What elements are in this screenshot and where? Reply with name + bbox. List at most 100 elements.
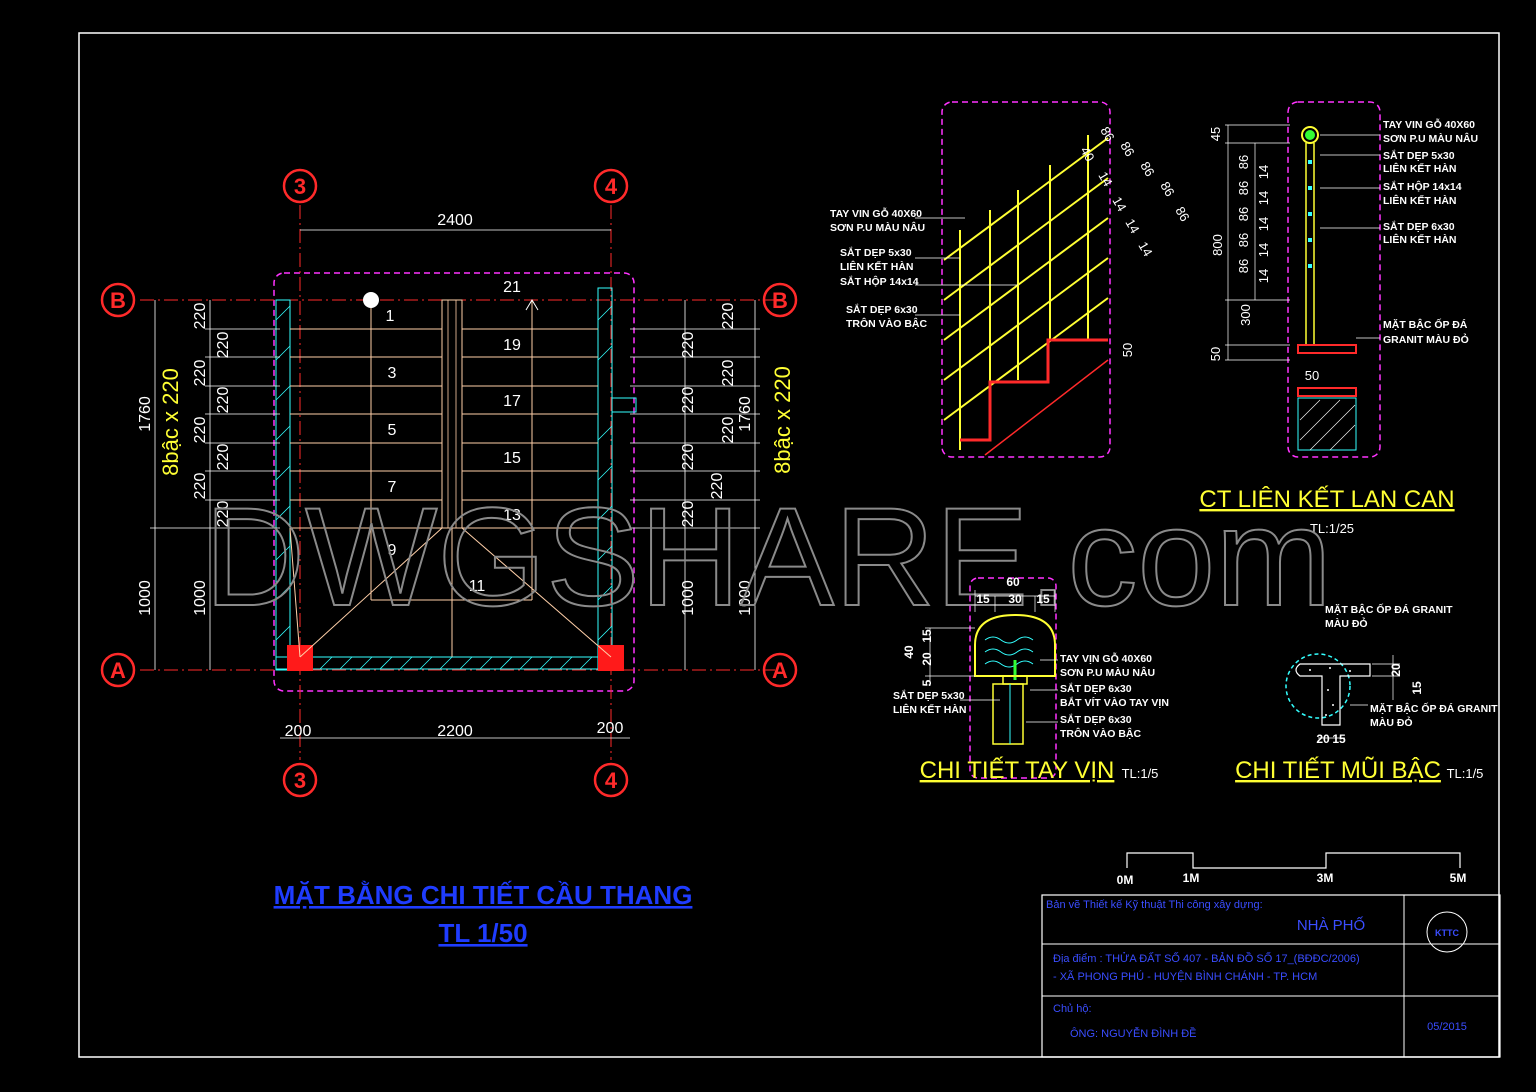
label-handrail-left: SẮT DẸP 5x30 [893,689,965,702]
label-handrail: TRÔN VÀO BẬC [1060,727,1142,740]
label-handrail: SƠN P.U MÀU NÂU [1060,666,1155,679]
dim-220: 220 [192,360,209,387]
dim-15: 15 [1410,681,1424,695]
dim-14: 14 [1122,216,1142,236]
dim-220: 220 [192,303,209,330]
dim-15v: 15 [920,629,934,643]
dim-1760-right: 1760 [737,396,754,432]
tb-owner: ÔNG: NGUYỄN ĐÌNH ĐỀ [1070,1027,1197,1040]
step-num: 11 [469,578,486,595]
label-nosing: MẶT BẬC ỐP ĐÁ GRANIT [1370,701,1498,715]
dim-220: 220 [709,473,726,500]
label-rail: TAY VIN GỖ 40X60 [830,207,922,220]
scale-tick: 1M [1183,871,1200,885]
label-elev: SẮT HỘP 14x14 [1383,180,1462,193]
label-nosing: MÀU ĐỎ [1370,716,1413,729]
label-elev: SẮT DẸP 5x30 [1383,149,1455,162]
dim-1000-left-inner: 1000 [192,580,209,616]
dim-14: 14 [1135,239,1155,259]
dim-220: 220 [215,444,232,471]
rail-elevation: 45 800 300 50 50 86 86 86 86 86 14 14 14… [1199,101,1478,536]
label-elev: LIÊN KẾT HÀN [1383,194,1457,207]
step-num: 9 [388,542,397,559]
tb-line1: Bản vẽ Thiết kế Kỹ thuật Thi công xây dự… [1046,899,1263,911]
dim-30: 30 [1008,592,1022,606]
dim-86: 86 [1097,124,1117,144]
dim-300: 300 [1238,304,1253,326]
wall-left [275,299,291,671]
nosing-detail: MẶT BẬC ỐP ĐÁ GRANIT MÀU ĐỎ MẶT BẬC ỐP Đ… [1235,602,1498,784]
label-rail: SẮT HỘP 14x14 [840,275,919,288]
plan-title: MẶT BẰNG CHI TIẾT CẦU THANG [274,880,693,910]
dim-800: 800 [1210,234,1225,256]
step-num: 5 [388,422,397,439]
scale-tick: 5M [1450,871,1467,885]
tb-logo: KTTC [1435,928,1459,938]
label-rail: SƠN P.U MÀU NÂU [830,221,925,234]
tb-date: 05/2015 [1427,1021,1467,1033]
step-num: 3 [388,365,397,382]
dim-86: 86 [1236,155,1251,169]
dim-86: 86 [1137,159,1157,179]
axis-bubble-a-right: A [772,658,788,683]
dim-5v: 5 [920,679,934,686]
axis-bubble-b-left: B [110,288,126,313]
step-num: 15 [503,450,521,467]
dim-1760-left: 1760 [137,396,154,432]
dim-15: 15 [976,592,990,606]
rail-section: 50 40 86 86 86 86 86 14 14 14 14 TAY VIN… [830,101,1193,458]
dim-220: 220 [720,303,737,330]
dim-50: 50 [1120,343,1135,357]
direction-arrow-icon [525,299,539,311]
dim-200-left: 200 [285,723,312,740]
stair-plan: 1 3 5 7 9 21 19 17 15 13 11 2400 200 220… [100,168,798,948]
dim-220: 220 [215,387,232,414]
handrail-title: CHI TIẾT TAY VỊN [920,756,1115,784]
axis-bubble-3-bottom: 3 [294,768,306,793]
dim-220: 220 [720,360,737,387]
label-nosing: MẶT BẬC ỐP ĐÁ GRANIT [1325,602,1453,616]
plan-outline [273,272,635,692]
dim-220: 220 [215,501,232,528]
dim-14: 14 [1095,169,1115,189]
label-handrail: SẮT DẸP 6x30 [1060,713,1132,726]
label-handrail: TAY VỊN GỖ 40X60 [1060,652,1152,665]
label-rail: LIÊN KẾT HÀN [840,260,914,273]
nosing-scale: TL:1/5 [1447,766,1484,781]
label-nosing: MÀU ĐỎ [1325,617,1368,630]
dim-15b: 15 [1036,592,1050,606]
axis-bubble-4-bottom: 4 [605,768,618,793]
axis-bubble-b-right: B [772,288,788,313]
dim-200-right: 200 [597,720,624,737]
dim-14: 14 [1256,217,1271,231]
dim-86: 86 [1236,181,1251,195]
dim-2400: 2400 [437,212,473,229]
dim-14: 14 [1256,269,1271,283]
step-num: 21 [503,279,521,296]
steps-label-left: 8bậc x 220 [158,368,183,476]
dim-86: 86 [1172,204,1192,224]
tb-owner-label: Chủ hộ: [1053,1003,1092,1015]
dim-20v: 20 [920,652,934,666]
dim-40: 40 [902,645,916,659]
plan-scale: TL 1/50 [438,918,527,948]
scale-bar: 0M 1M 3M 5M [1117,852,1467,887]
step-num: 1 [386,308,395,325]
dim-1000-right-inner: 1000 [680,580,697,616]
dim-220: 220 [680,332,697,359]
dim-220: 220 [720,417,737,444]
dim-50b: 50 [1305,368,1319,383]
dim-14: 14 [1109,194,1129,214]
axis-bubble-3-top: 3 [294,174,306,199]
elevation-title: CT LIÊN KẾT LAN CAN [1199,485,1454,513]
label-rail: TRÔN VÀO BẬC [846,317,928,330]
start-marker-icon [363,292,379,308]
label-elev: LIÊN KẾT HÀN [1383,162,1457,175]
label-handrail: BẮT VÍT VÀO TAY VỊN [1060,696,1169,709]
dim-20: 20 [1389,663,1403,677]
label-elev: LIÊN KẾT HÀN [1383,233,1457,246]
dim-60: 60 [1006,575,1020,589]
dim-50: 50 [1208,347,1223,361]
label-rail: SẮT DẸP 6x30 [846,303,918,316]
nosing-title: CHI TIẾT MŨI BẬC [1235,756,1441,784]
